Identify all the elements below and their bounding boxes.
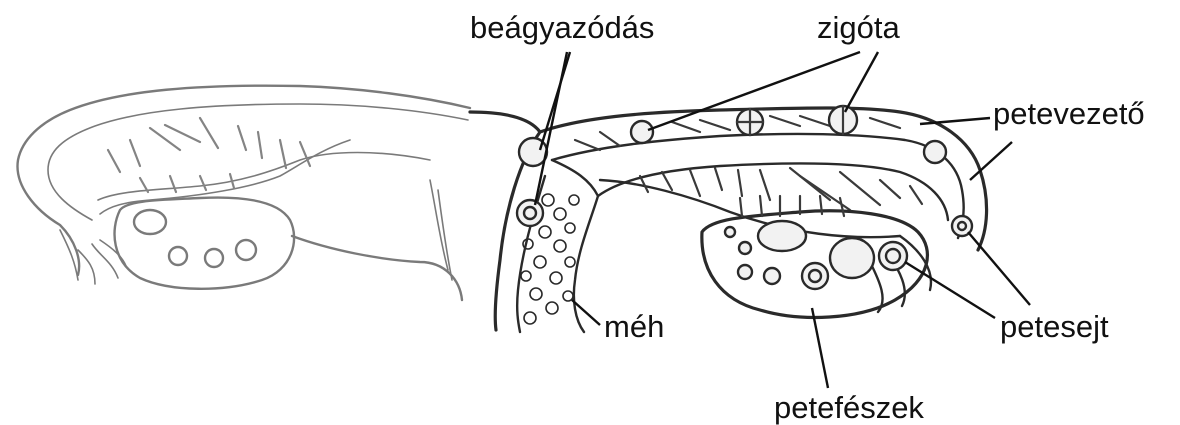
label-implantation: beágyazódás [470,10,654,45]
leader-ovary [812,308,828,388]
ovary-follicle-small-3 [739,242,751,254]
leader-implantation-1 [540,52,570,150]
right-oviduct-lower [600,180,900,237]
uterus-inner-wall [552,160,598,332]
ovary-follicle-small-2 [738,265,752,279]
left-hatching [108,118,310,192]
left-oviduct-outer [18,86,470,275]
left-ovary-follicle-2 [169,247,187,265]
left-ovary-follicle-1 [134,210,166,234]
right-oviduct-lumen [598,164,948,220]
zygote-cell-1 [631,121,653,143]
left-ovary-follicle-3 [205,249,223,267]
label-oviduct: petevezető [993,96,1145,131]
label-uterus: méh [604,309,664,344]
uterus-drawing [470,112,598,332]
blastocyst-inner [524,207,536,219]
leader-implantation-2 [535,52,567,205]
label-zygote: zigóta [817,10,900,45]
ovary-follicle-mature [830,238,874,278]
ovary-follicle-small-1 [764,268,780,284]
ovary-follicle-medium-core [809,270,821,282]
ovary-follicle-small-4 [725,227,735,237]
left-uterus-wall [292,236,462,300]
ovulating-egg-inner [886,249,900,263]
leader-egg-cell-2 [968,232,1030,305]
left-ovary-follicle-4 [236,240,256,260]
label-ovary: petefészek [774,390,924,425]
label-egg-cell: petesejt [1000,309,1109,344]
leader-zygote-2 [845,52,878,112]
left-side-drawing [18,86,470,300]
ovary-follicle-large [758,221,806,251]
left-oviduct-inner [48,104,468,220]
egg-cell-entering-core [958,222,966,230]
leader-egg-cell-1 [905,262,995,318]
egg-in-oviduct [924,141,946,163]
